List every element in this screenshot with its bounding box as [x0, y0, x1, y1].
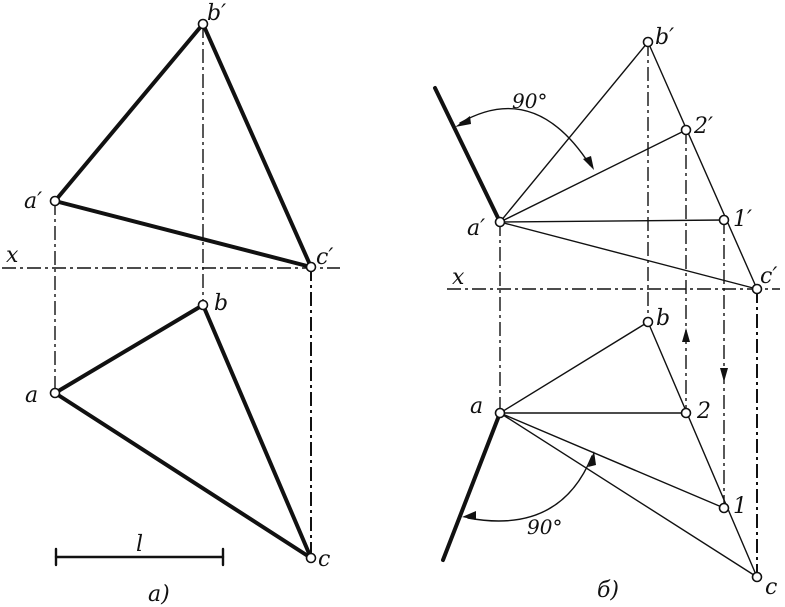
- caption-b: б): [597, 578, 619, 603]
- angle-arrow-top-right: [583, 156, 594, 170]
- edge-a-prime-b-prime-b: [499, 41, 649, 223]
- line-a-1: [499, 412, 725, 509]
- edge-b-prime-c-prime-b: [647, 41, 758, 290]
- label-1: 1: [733, 494, 747, 519]
- line-a-prime-2-prime: [499, 129, 687, 223]
- length-label: l: [136, 532, 143, 557]
- point-b-b: [642, 316, 654, 328]
- point-a: [49, 387, 61, 399]
- label-c: c: [318, 547, 330, 572]
- edge-a-c-b: [499, 412, 758, 578]
- label-b-prime: b′: [207, 1, 226, 26]
- point-2: [680, 407, 692, 419]
- edge-a-prime-c-prime-b: [499, 221, 758, 290]
- angle-arrow-bottom-right: [588, 451, 596, 467]
- arrow-down-link-1: [720, 368, 728, 382]
- label-2: 2: [696, 399, 711, 424]
- angle-arc-top: [459, 107, 591, 166]
- label-a-prime-b: a′: [467, 216, 485, 241]
- label-a-b: a: [470, 394, 483, 419]
- point-2-prime: [680, 124, 692, 136]
- label-b-b: b: [656, 306, 670, 331]
- point-a-prime-b: [494, 216, 506, 228]
- point-1-prime: [718, 214, 730, 226]
- angle-arrow-bottom-left: [462, 511, 476, 520]
- label-2-prime: 2′: [693, 114, 713, 139]
- figure-b: b′ 2′ a′ 1′ c′ b a 2 1 c x 90° 90° б): [433, 25, 780, 603]
- figure-a: b′ a′ c′ b a c x l а): [2, 1, 340, 607]
- label-angle-bottom: 90°: [527, 515, 562, 539]
- edge-a-prime-b-prime: [53, 22, 205, 203]
- point-1: [718, 502, 730, 514]
- label-b-prime-b: b′: [655, 25, 674, 50]
- perpendicular-frontal: [433, 86, 502, 224]
- edge-a-prime-c-prime: [53, 199, 313, 269]
- label-c-b: c: [765, 575, 777, 600]
- point-a-prime: [49, 195, 61, 207]
- point-c-prime: [305, 261, 317, 273]
- label-angle-top: 90°: [512, 89, 547, 113]
- edge-b-prime-c-prime: [201, 22, 313, 269]
- label-axis-x: x: [6, 243, 19, 268]
- label-a: a: [25, 383, 38, 408]
- edge-b-c-b: [647, 321, 758, 578]
- caption-a: а): [148, 582, 170, 607]
- perpendicular-horizontal: [441, 411, 502, 562]
- point-a-b: [494, 407, 506, 419]
- line-a-prime-1-prime: [499, 219, 725, 223]
- point-b-prime: [197, 18, 209, 30]
- point-b: [197, 299, 209, 311]
- label-c-prime: c′: [316, 245, 333, 270]
- point-c-b: [751, 571, 763, 583]
- edge-a-b: [53, 303, 205, 395]
- label-b: b: [214, 291, 228, 316]
- label-axis-x-b: x: [452, 265, 465, 290]
- edge-a-c: [53, 391, 313, 560]
- angle-arc-bottom: [467, 455, 593, 522]
- edge-a-b-b: [499, 321, 649, 414]
- arrow-up-link-2: [682, 328, 690, 342]
- label-a-prime: a′: [24, 189, 42, 214]
- point-c: [305, 552, 317, 564]
- angle-arrow-top-left: [455, 116, 471, 127]
- label-c-prime-b: c′: [760, 264, 777, 289]
- edge-b-c: [201, 303, 313, 560]
- label-1-prime: 1′: [733, 207, 752, 232]
- point-b-prime-b: [642, 36, 654, 48]
- point-c-prime-b: [751, 283, 763, 295]
